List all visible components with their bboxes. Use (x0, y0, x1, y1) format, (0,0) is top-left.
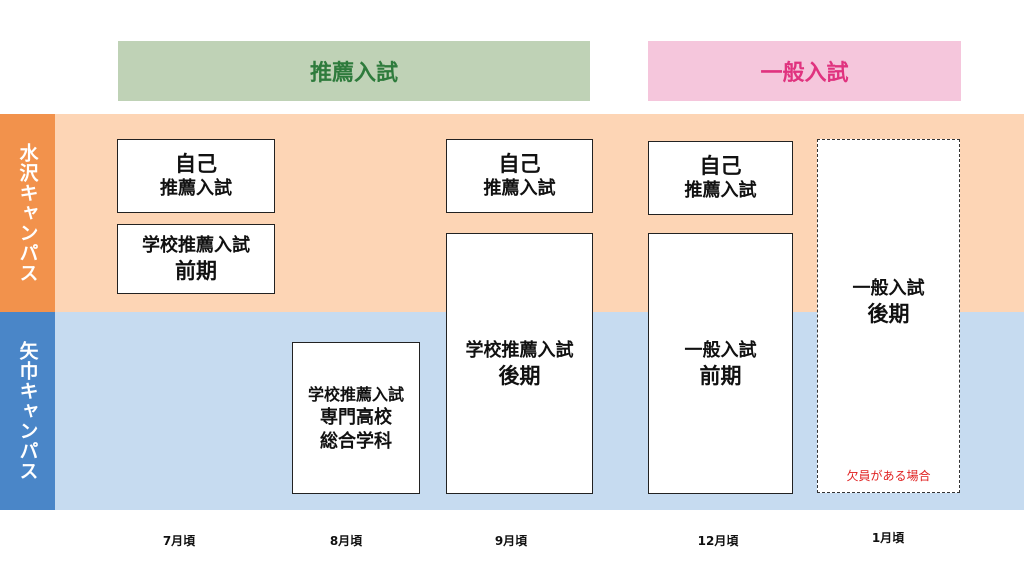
box-line: 後期 (498, 363, 541, 388)
box-line: 前期 (699, 363, 742, 388)
month-label: 8月頃 (329, 534, 363, 548)
box-line: 学校推薦入試 (142, 235, 250, 256)
box-line: 自己 (175, 152, 217, 176)
box-general-early: 一般入試 前期 (648, 233, 793, 494)
box-line: 一般入試 (852, 278, 925, 299)
box-line: 推薦入試 (483, 178, 556, 199)
campus-label-mizusawa: 水沢キャンパス (0, 114, 55, 312)
box-line: 自己 (498, 152, 541, 176)
box-self-recommendation-september: 自己 推薦入試 (446, 139, 593, 213)
month-label: 7月頃 (162, 534, 196, 548)
header-general: 一般入試 (648, 41, 961, 101)
box-line: 総合学科 (320, 430, 392, 452)
box-line: 推薦入試 (684, 180, 757, 201)
box-school-recommendation-early: 学校推薦入試 前期 (117, 224, 275, 294)
box-line: 一般入試 (684, 339, 757, 361)
month-label: 1月頃 (871, 531, 905, 545)
box-self-recommendation-december: 自己 推薦入試 (648, 141, 793, 215)
box-line: 自己 (699, 154, 742, 178)
month-label: 9月頃 (494, 534, 528, 548)
vacancy-note: 欠員がある場合 (846, 469, 931, 483)
box-content: 一般入試 後期 (853, 277, 925, 327)
box-school-recommendation-vocational: 学校推薦入試 専門高校 総合学科 (292, 342, 420, 494)
header-recommendation: 推薦入試 (118, 41, 590, 101)
box-school-recommendation-late: 学校推薦入試 後期 (446, 233, 593, 494)
box-line: 後期 (867, 302, 910, 326)
box-line: 専門高校 (320, 406, 392, 428)
campus-label-yahaba: 矢巾キャンパス (0, 312, 55, 510)
box-line: 学校推薦入試 (465, 339, 574, 361)
box-line: 推薦入試 (160, 178, 232, 199)
month-label: 12月頃 (697, 534, 739, 548)
box-line: 学校推薦入試 (307, 384, 404, 404)
box-general-late: 一般入試 後期 欠員がある場合 (817, 139, 960, 493)
box-self-recommendation-july: 自己 推薦入試 (117, 139, 275, 213)
box-line: 前期 (175, 259, 217, 283)
